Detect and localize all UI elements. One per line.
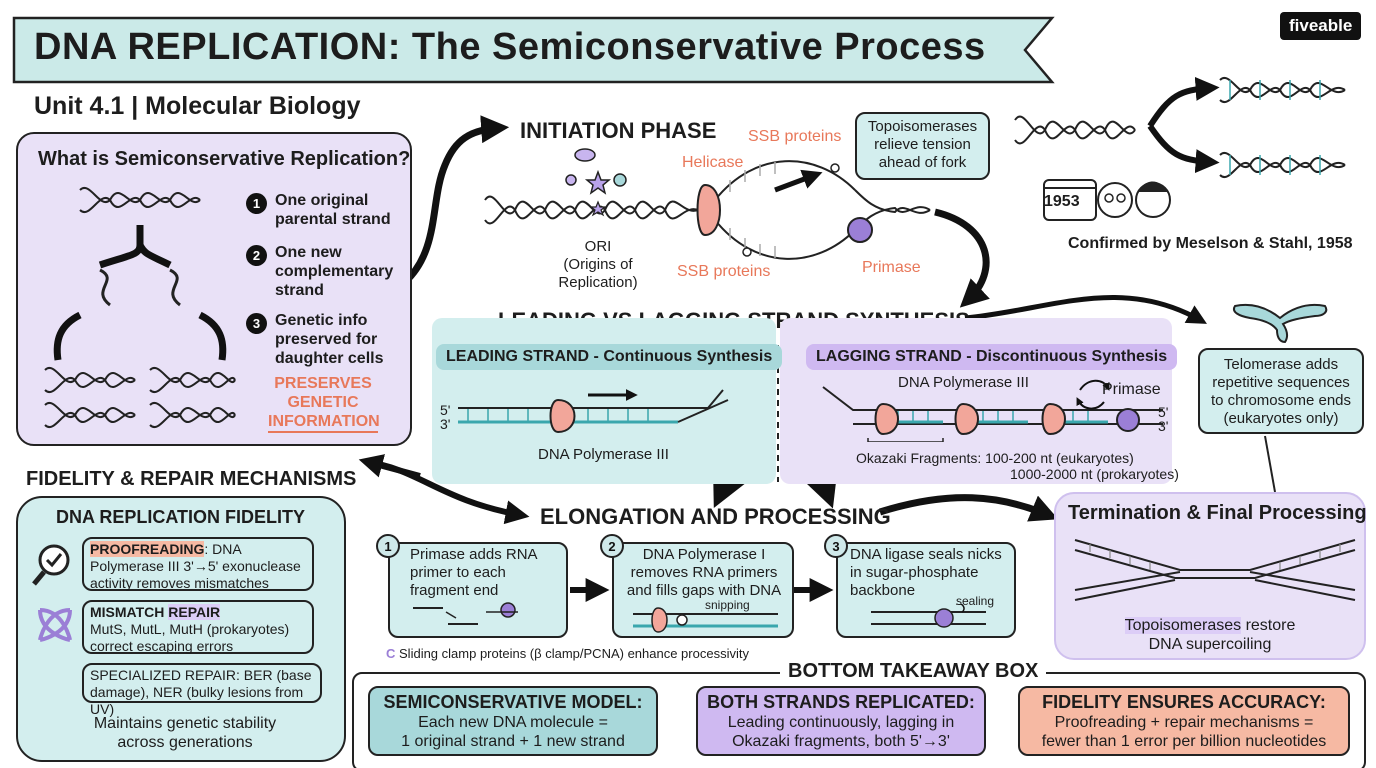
lagging-three-prime: 3' bbox=[1158, 418, 1169, 434]
takeaway-title: BOTTOM TAKEAWAY BOX bbox=[780, 660, 1047, 683]
leading-strand-diagram bbox=[458, 389, 729, 434]
fiveable-logo[interactable]: fiveable bbox=[1280, 12, 1362, 40]
point-1-text: One original parental strand bbox=[275, 192, 391, 228]
arrow-to-strands bbox=[934, 208, 990, 308]
ssb-top-label: SSB proteins bbox=[748, 128, 842, 145]
step-1-illustration bbox=[413, 602, 518, 625]
fidelity-section-title: FIDELITY & REPAIR MECHANISMS bbox=[26, 468, 357, 490]
takeaway-box-1: SEMICONSERVATIVE MODEL: Each new DNA mol… bbox=[368, 686, 658, 756]
leading-enzyme-label: DNA Polymerase III bbox=[538, 446, 669, 463]
dna-split-diagram bbox=[44, 186, 236, 429]
point-2-number: 2 bbox=[246, 245, 267, 266]
page-subtitle: Unit 4.1 | Molecular Biology bbox=[34, 92, 361, 120]
step-1-number: 1 bbox=[376, 534, 400, 558]
fidelity-panel bbox=[16, 496, 346, 762]
primase-label: Primase bbox=[862, 259, 921, 276]
helicase-label: Helicase bbox=[682, 154, 744, 171]
meselson-caption: Confirmed by Meselson & Stahl, 1958 bbox=[1068, 235, 1353, 252]
initiation-title: INITIATION PHASE bbox=[520, 118, 717, 143]
chromosome-icon bbox=[1233, 304, 1328, 344]
leading-header: LEADING STRAND - Continuous Synthesis bbox=[436, 344, 783, 370]
meselson-year: 1953 bbox=[1044, 193, 1080, 210]
magnifier-check-icon bbox=[32, 544, 70, 586]
leading-five-prime: 5' bbox=[440, 402, 451, 418]
leading-three-prime: 3' bbox=[440, 416, 451, 432]
step-3-illustration bbox=[871, 604, 986, 628]
ssb-bottom-label: SSB proteins bbox=[677, 263, 771, 280]
step-3-number: 3 bbox=[824, 534, 848, 558]
point-3-text: Genetic info preserved for daughter cell… bbox=[275, 312, 384, 367]
point-2-text: One new complementary strand bbox=[275, 244, 394, 299]
point-1-number: 1 bbox=[246, 193, 267, 214]
elongation-title: ELONGATION AND PROCESSING bbox=[540, 504, 891, 529]
specialized-repair-box: SPECIALIZED REPAIR: BER (base damage), N… bbox=[82, 663, 322, 717]
step-1-box bbox=[388, 542, 568, 638]
point-3-number: 3 bbox=[246, 313, 267, 334]
step-2-box bbox=[612, 542, 794, 638]
termination-title: Termination & Final Processing bbox=[1068, 502, 1367, 524]
lagging-five-prime: 5' bbox=[1158, 404, 1169, 420]
dna-knot-icon bbox=[38, 608, 72, 642]
step-2-illustration bbox=[633, 607, 778, 633]
okazaki-line-1: Okazaki Fragments: 100-200 nt (eukaryote… bbox=[856, 450, 1134, 466]
arrow-to-telomerase bbox=[964, 294, 1207, 324]
termination-diagram bbox=[1074, 539, 1356, 601]
termination-text: Topoisomerases restore DNA supercoiling bbox=[1124, 617, 1296, 653]
lagging-header: LAGGING STRAND - Discontinuous Synthesis bbox=[806, 344, 1178, 370]
step-2-note: snipping bbox=[705, 598, 750, 612]
mismatch-repair-box: MISMATCH REPAIR MutS, MutL, MutH (prokar… bbox=[82, 600, 314, 654]
proofreading-box: PROOFREADING: DNA Polymerase III 3'→5' e… bbox=[82, 537, 314, 591]
step-3-box bbox=[836, 542, 1016, 638]
okazaki-line-2: 1000-2000 nt (prokaryotes) bbox=[1010, 466, 1179, 482]
step-3-note: sealing bbox=[956, 594, 995, 608]
clamp-note: C Sliding clamp proteins (β clamp/PCNA) … bbox=[386, 646, 749, 661]
replication-fork-diagram bbox=[484, 148, 931, 260]
takeaway-box-2: BOTH STRANDS REPLICATED: Leading continu… bbox=[696, 686, 986, 756]
preserves-emphasis: PRESERVES GENETIC INFORMATION bbox=[268, 374, 380, 433]
step-2-number: 2 bbox=[600, 534, 624, 558]
lagging-strand-diagram bbox=[822, 379, 1163, 442]
page-title: DNA REPLICATION: The Semiconservative Pr… bbox=[34, 26, 986, 68]
semiconservative-panel bbox=[16, 132, 412, 446]
lagging-primase-label: Primase bbox=[1102, 381, 1161, 398]
clamp-icon: C bbox=[386, 646, 396, 661]
meselson-stahl-diagram bbox=[1014, 76, 1346, 221]
semiconservative-title: What is Semiconservative Replication? bbox=[38, 148, 411, 170]
lagging-enzyme-label: DNA Polymerase III bbox=[898, 374, 1029, 391]
arrow-to-termination bbox=[878, 494, 1059, 522]
fidelity-panel-title: DNA REPLICATION FIDELITY bbox=[56, 507, 305, 527]
takeaway-box-3: FIDELITY ENSURES ACCURACY: Proofreading … bbox=[1018, 686, 1350, 756]
